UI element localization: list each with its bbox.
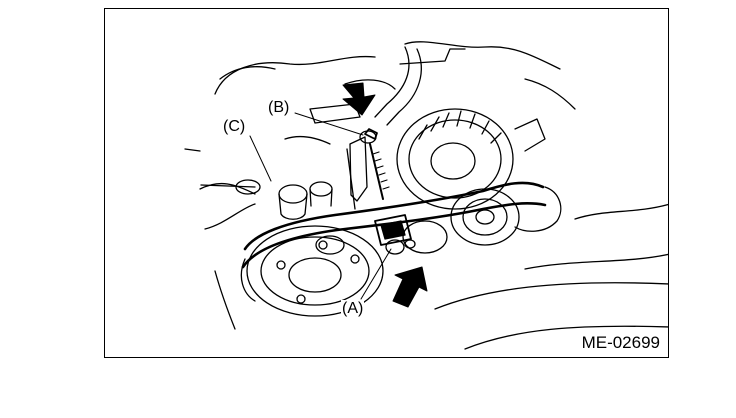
diagram-frame: (B) (C) (A) ME-02699	[104, 8, 669, 358]
lock-bolt-block	[374, 214, 416, 255]
engine-bosses	[235, 179, 333, 220]
engine-background-lines	[184, 41, 668, 350]
leader-lines	[249, 112, 392, 300]
figure-code: ME-02699	[579, 333, 662, 353]
alternator	[396, 108, 546, 210]
callout-c: (C)	[222, 118, 247, 136]
arrow-up-right-icon	[392, 266, 428, 308]
idler-pulley	[402, 188, 520, 254]
tensioner-bracket	[346, 128, 390, 210]
callout-b: (B)	[267, 99, 291, 117]
lower-pulley	[246, 225, 384, 317]
arrow-down-icon	[342, 82, 376, 116]
hose-and-bracket	[309, 46, 422, 126]
callout-a: (A)	[341, 300, 365, 318]
engine-belt-illustration	[184, 41, 668, 350]
